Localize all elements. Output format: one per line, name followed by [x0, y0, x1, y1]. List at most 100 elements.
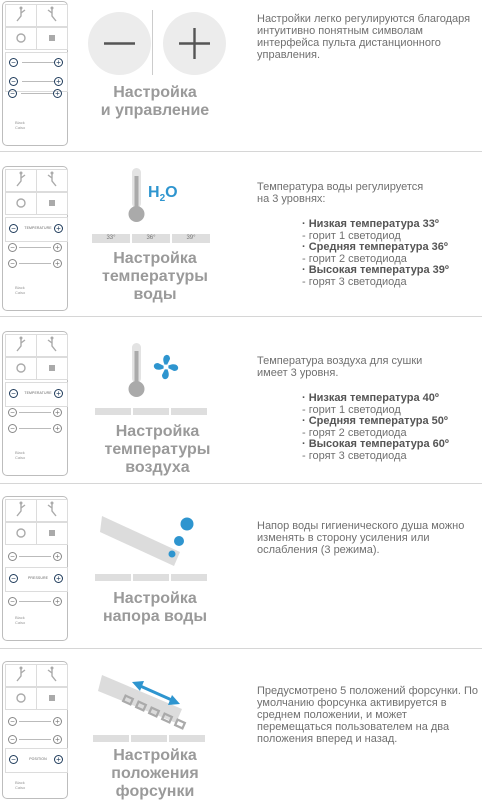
remote-row-pressure: − PRESSURE + — [5, 567, 68, 592]
remote-button-stop — [36, 27, 68, 50]
minus-icon: − — [8, 597, 17, 606]
person-icon — [16, 336, 26, 352]
list-item: · Высокая температура 39º — [302, 264, 449, 277]
scale-segment-3 — [171, 574, 207, 581]
scale-segment-3 — [171, 408, 207, 415]
h2o-label: H2O — [148, 184, 178, 204]
plus-icon: + — [53, 717, 62, 726]
remote-button-feminine — [36, 499, 68, 522]
stop-icon — [49, 695, 55, 701]
scale-segment-1 — [93, 735, 129, 742]
temperature-list: · Низкая температура 33º - горит 1 свето… — [302, 218, 480, 289]
level-line — [19, 721, 51, 722]
scale-segment-2 — [133, 574, 169, 581]
person-icon — [47, 336, 57, 352]
scale-segment-39: 39° — [172, 234, 210, 243]
remote-row-temperature: − + − + — [5, 52, 68, 92]
remote-button-posterior — [5, 664, 37, 687]
remote-button-dry — [5, 357, 37, 380]
plus-icon: + — [53, 597, 62, 606]
stop-icon — [49, 35, 55, 41]
level-line — [22, 62, 54, 63]
section-divider — [0, 483, 482, 484]
list-item: · Средняя температура 50º — [302, 415, 448, 428]
remote-row-position: − POSITION + — [5, 748, 68, 773]
position-label: POSITION — [29, 757, 47, 761]
scale-segment-36: 36° — [132, 234, 170, 243]
pressure-label: PRESSURE — [27, 576, 49, 580]
remote-button-stop — [36, 357, 68, 380]
remote-row-temperature: − TEMPERATURE + — [5, 217, 68, 242]
section-divider — [0, 151, 482, 152]
stop-icon — [49, 530, 55, 536]
fan-icon — [16, 528, 26, 538]
person-icon — [16, 501, 26, 517]
remote-button-feminine — [36, 664, 68, 687]
stop-icon — [49, 365, 55, 371]
remote-button-feminine — [36, 169, 68, 192]
section-divider — [0, 648, 482, 649]
temperature-list: · Низкая температура 40º - горит 1 свето… — [302, 392, 480, 463]
list-item: - горят 3 светодиода — [302, 275, 407, 288]
temperature-label: TEMPERATURE — [24, 226, 52, 230]
plus-icon: + — [53, 735, 62, 744]
minus-icon: − — [9, 224, 18, 233]
stop-icon — [49, 200, 55, 206]
level-line — [19, 739, 51, 740]
list-item: - горят 3 светодиода — [302, 449, 407, 462]
minus-icon: − — [9, 574, 18, 583]
level-line — [19, 263, 51, 264]
temperature-label: TEMPERATURE — [24, 391, 52, 395]
level-line — [19, 247, 51, 248]
remote-button-dry — [5, 27, 37, 50]
person-icon — [47, 6, 57, 22]
section-description: Настройки легко регулируются благодаря и… — [257, 13, 471, 61]
plus-icon: + — [53, 424, 62, 433]
minus-icon: − — [9, 77, 18, 86]
person-icon — [16, 171, 26, 187]
level-line — [19, 428, 51, 429]
remote-button-feminine — [36, 334, 68, 357]
remote-button-feminine — [36, 4, 68, 27]
plus-icon: + — [53, 89, 62, 98]
section-description: Температура воды регулируется на 3 уровн… — [257, 181, 424, 205]
minus-icon: − — [8, 552, 17, 561]
section-divider — [0, 316, 482, 317]
remote-button-posterior — [5, 334, 37, 357]
plus-icon: + — [53, 408, 62, 417]
fan-icon — [16, 33, 26, 43]
fan-icon — [153, 354, 179, 380]
section-description: Предусмотрено 5 положений форсунки. По у… — [257, 685, 479, 745]
remote-button-posterior — [5, 169, 37, 192]
thermometer-icon — [128, 168, 145, 222]
thermometer-icon — [128, 343, 145, 397]
minus-icon: − — [8, 424, 17, 433]
minus-icon: − — [9, 755, 18, 764]
level-line — [19, 601, 51, 602]
remote-button-stop — [36, 192, 68, 215]
list-item: · Средняя температура 36º — [302, 241, 448, 254]
plus-icon: + — [54, 755, 63, 764]
plus-icon: + — [54, 77, 63, 86]
list-item: · Низкая температура 33º — [302, 218, 439, 230]
minus-icon: − — [8, 243, 17, 252]
scale-segment-3 — [169, 735, 205, 742]
plus-icon: + — [54, 224, 63, 233]
list-item: - горят 2 светодиода — [302, 426, 407, 439]
list-item: - горит 1 светодиод — [302, 229, 401, 242]
scale-segment-33: 33° — [92, 234, 130, 243]
section-description: Напор воды гигиенического душа можно изм… — [257, 520, 465, 556]
remote-button-posterior — [5, 499, 37, 522]
divider-vertical — [152, 10, 153, 75]
